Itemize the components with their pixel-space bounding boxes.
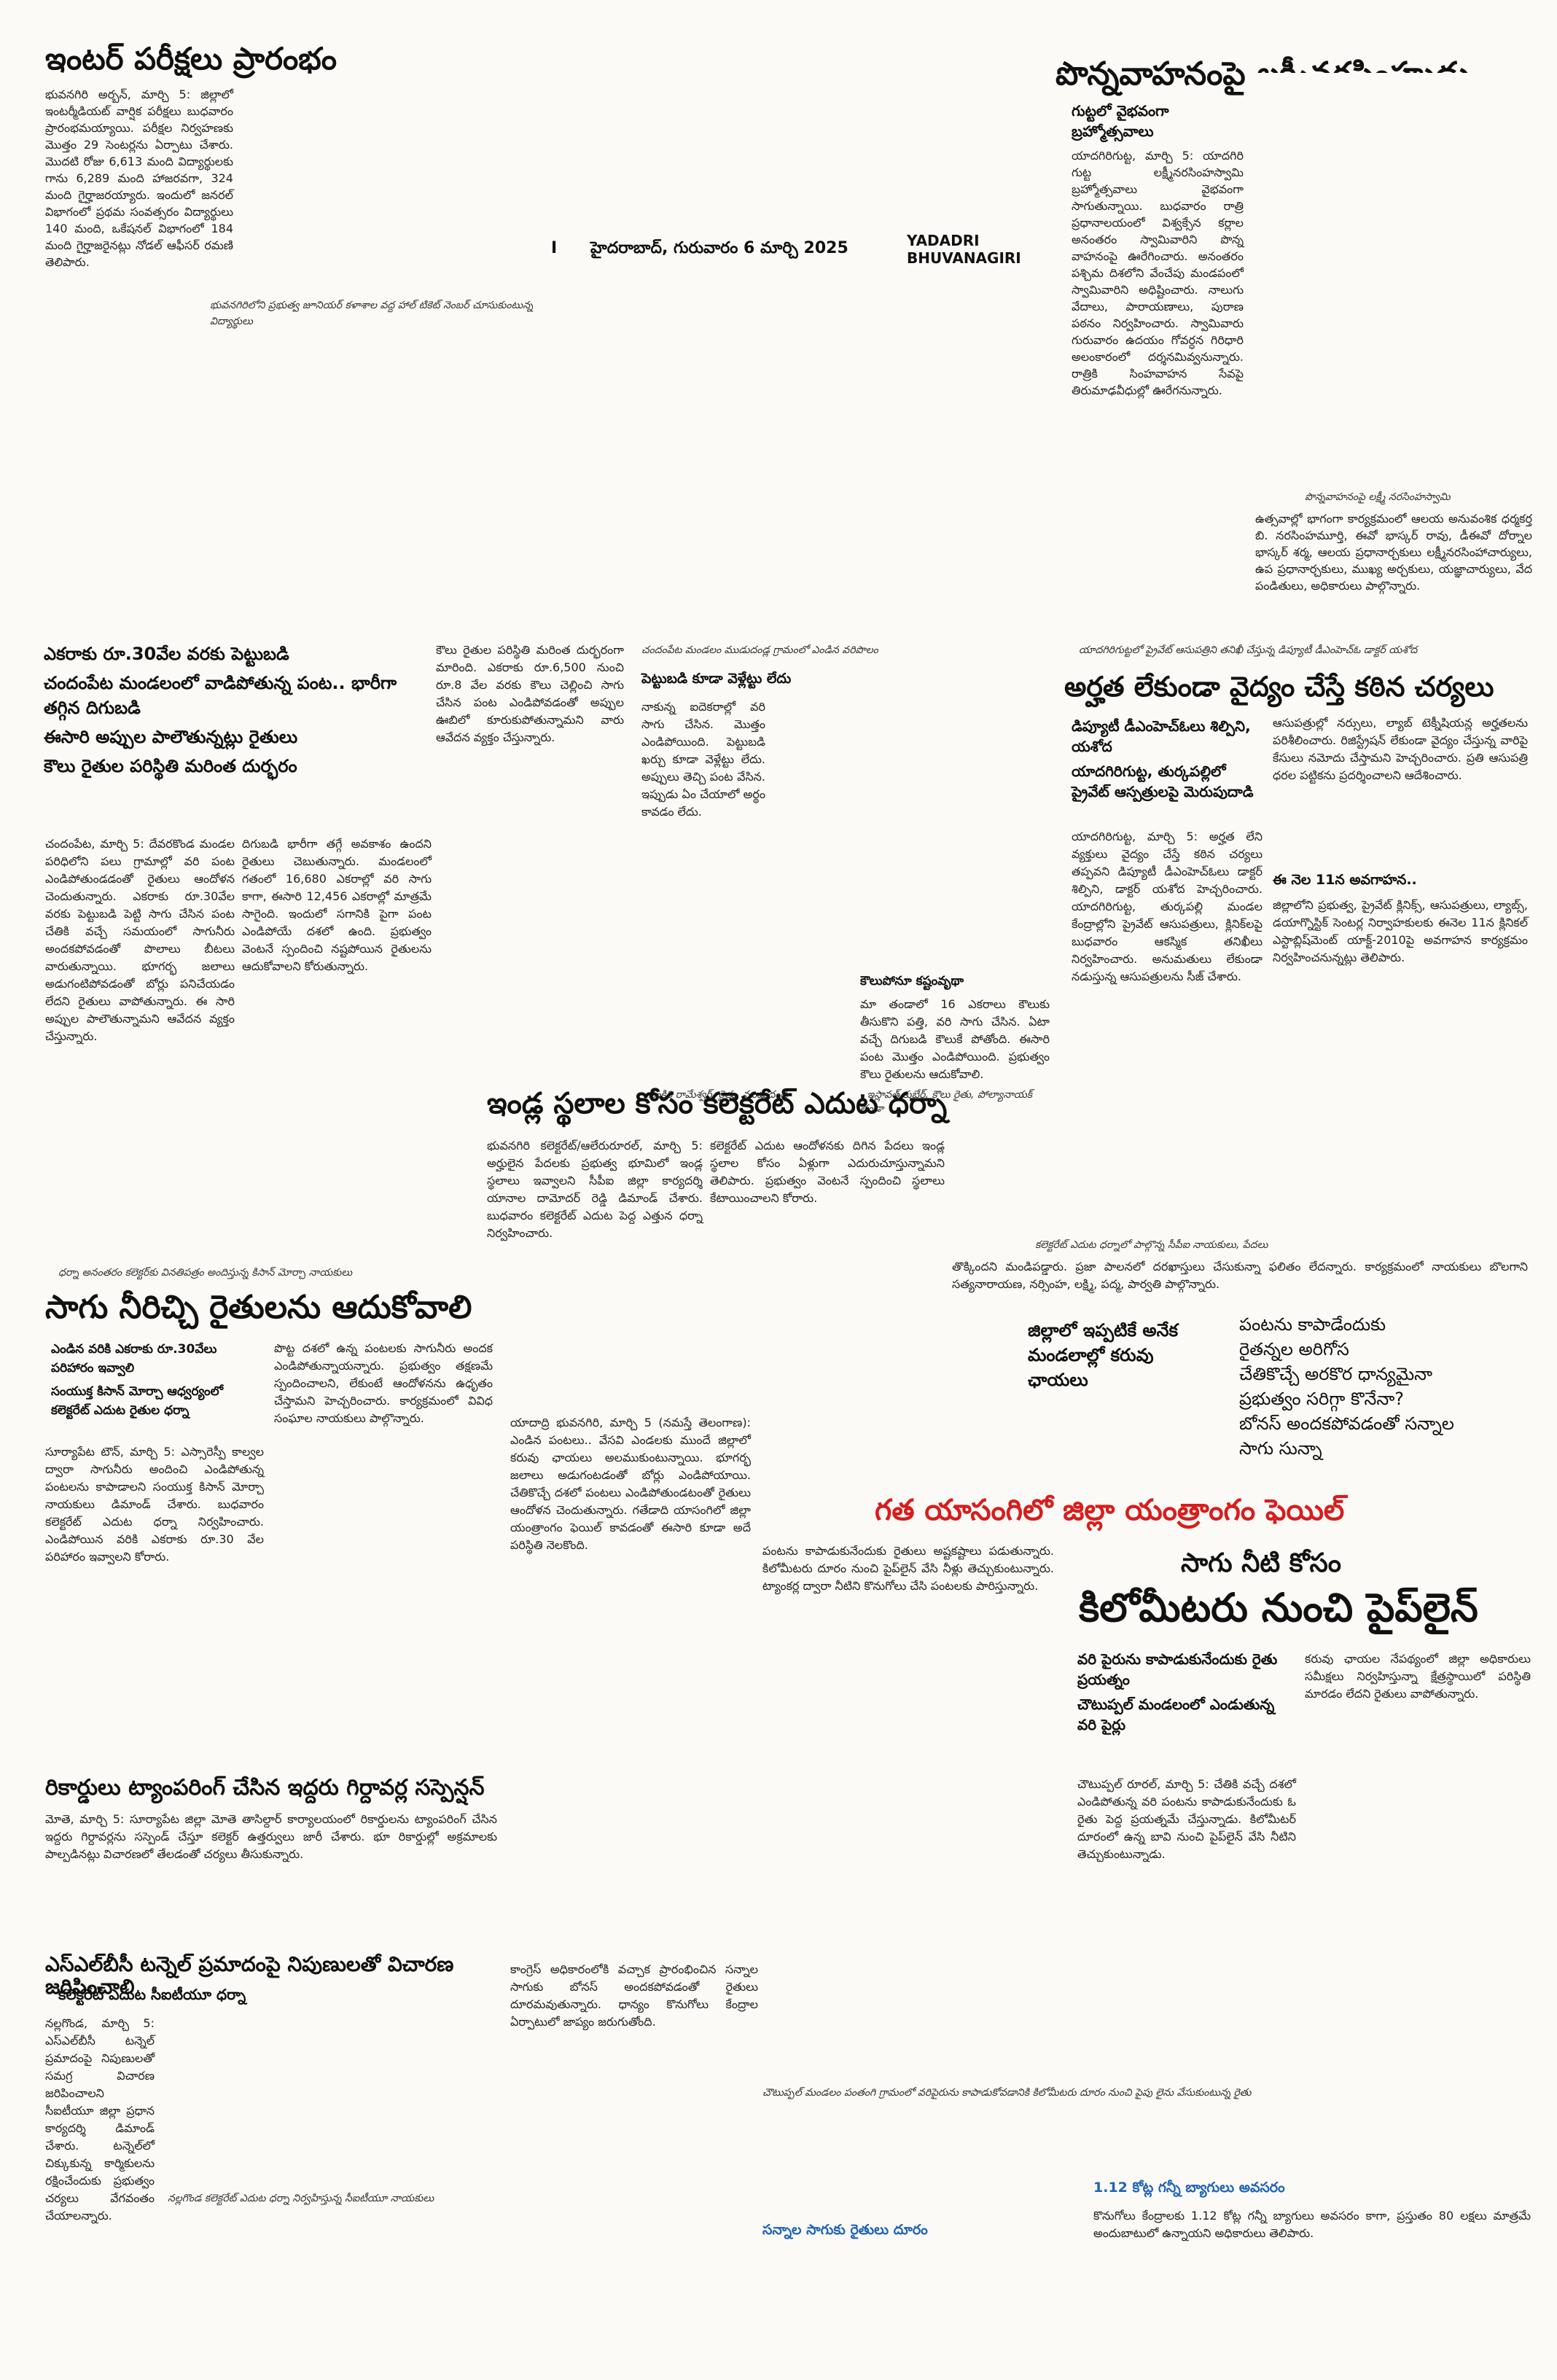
date-line: హైదరాబాద్, గురువారం 6 మార్చి 2025 (590, 239, 848, 257)
farmers-body-c: కౌలు రైతుల పరిస్థితి మరింత దుర్భరంగా మార… (436, 643, 624, 744)
lakshmi-caption: పొన్నవాహనంపై లక్ష్మీ నరసింహస్వామి (1305, 491, 1451, 503)
inter-body: భువనగిరి అర్బన్, మార్చి 5: జిల్లాలో ఇంటర… (45, 87, 233, 269)
irrigation-body-b: పొట్ట దశలో ఉన్న పంటలకు సాగునీరు అందక ఎండ… (274, 1341, 493, 1425)
slbc-caption: నల్లగొండ కలెక్టరేట్ ఎదుట ధర్నా నిర్వహిస్… (168, 2193, 434, 2204)
lakshmi-body-right: ఉత్సవాల్లో భాగంగా కార్యక్రమంలో ఆలయ అనువం… (1255, 512, 1532, 593)
drought-body-f: కొనుగోలు కేంద్రాలకు 1.12 కోట్ల గన్నీ బ్య… (1093, 2209, 1531, 2240)
slbc-bullet: కలెక్టరేట్ ఎదుట సీఐటీయూ ధర్నా (58, 1986, 246, 2003)
subhead-sannalu: సన్నాల సాగుకు రైతులు దూరం (762, 2222, 928, 2238)
drought-photo-caption: చౌటుప్పల్ మండలం పంతంగి గ్రామంలో వరిపైరున… (762, 2087, 1252, 2099)
medical-body-a: యాదగిరిగుట్ట, మార్చి 5: అర్హత లేని వ్యక్… (1072, 830, 1263, 983)
district-name: YADADRI BHUVANAGIRI (907, 232, 1021, 267)
farmers-bullet-2: చందంపేట మండలంలో వాడిపోతున్న పంట.. భారీగా… (44, 673, 397, 718)
irrigation-bullet-2: సంయుక్త కిసాన్ మోర్చా ఆధ్వర్యంలో కలెక్టర… (51, 1384, 224, 1418)
farmers-body-a: చందంపేట, మార్చి 5: దేవరకొండ మండల పరిధిలో… (45, 837, 235, 1043)
medical-bullets: డిప్యూటీ డీఎంహెచ్ఓలు శిల్పిని, యశోద యాదగ… (1072, 716, 1268, 806)
farmers-side2-body: మా తండాలో 16 ఎకరాలు కౌలుకు తీసుకొని పత్త… (860, 997, 1050, 1081)
irrigation-caption: ధర్నా అనంతరం కలెక్టర్‌కు వినతిపత్రం అంది… (58, 1267, 353, 1279)
medical-top-caption: యాదగిరిగుట్టలో ప్రైవేట్ ఆసుపత్రిని తనిఖీ… (1079, 644, 1418, 656)
irrigation-body-a: సూర్యాపేట టౌన్, మార్చి 5: ఎస్సారెస్పీ కా… (45, 1445, 264, 1564)
medical-sub-title: ఈ నెల 11న అవగాహన.. (1273, 872, 1417, 888)
drought-bullet-2: చౌటుప్పల్ మండలంలో ఎండుతున్న వరి పైర్లు (1077, 1696, 1275, 1733)
slbc-headline: ఎస్ఎల్‌బీసీ టన్నెల్ ప్రమాదంపై నిపుణులతో … (45, 1952, 454, 1999)
drought-heading-left: జిల్లాలో ఇప్పటికే అనేక మండలాల్లో కరువు ఛ… (1028, 1320, 1178, 1390)
farmers-side2-caption: - ఇస్లావత్ కుబేర్, కౌలు రైతు, పోల్యానాయక… (860, 1089, 1033, 1115)
drought-bullets: వరి పైరును కాపాడుకునేందుకు రైతు ప్రయత్నం… (1077, 1649, 1281, 1739)
drought-line-6: సాగు సున్నా (1239, 1438, 1322, 1459)
drought-heading-right: పంటను కాపాడేందుకు రైతన్నల అరిగోస చేతికొచ… (1239, 1312, 1531, 1461)
dharna-body-b: కలెక్టరేట్ ఎదుట ఆందోళనకు దిగిన పేదలు ఇండ… (710, 1139, 945, 1205)
drought-body-a: యాదాద్రి భువనగిరి, మార్చి 5 (నమస్తే తెలం… (510, 1416, 751, 1552)
farmers-bullet-1: ఎకరాకు రూ.30వేల వరకు పెట్టుబడి (44, 644, 289, 664)
girdawar-headline: రికార్డులు ట్యాంపరింగ్ చేసిన ఇద్దరు గిర్… (45, 1775, 485, 1800)
lakshmi-bullets: గుట్టలో వైభవంగా బ్రహ్మోత్సవాలు (1072, 101, 1225, 146)
irrigation-bullet-1: ఎండిన వరికి ఎకరాకు రూ.30వేలు పరిహారం ఇవ్… (51, 1342, 217, 1376)
slbc-photo-placeholder (162, 2012, 490, 2180)
page-marker: I (551, 239, 558, 257)
farmers-photo (773, 685, 1050, 969)
lakshmi-bullet: గుట్టలో వైభవంగా బ్రహ్మోత్సవాలు (1072, 102, 1169, 140)
farmers-side-caption: - వంకిరి రామేశ్వర్, రైతు, ముడుదండ్ల (641, 1089, 788, 1101)
pipeline-photo (762, 1779, 1069, 2070)
medical-bullet-1: డిప్యూటీ డీఎంహెచ్ఓలు శిల్పిని, యశోద (1072, 717, 1251, 755)
farmers-bullet-3: ఈసారి అప్పుల పాలౌతున్నట్లు రైతులు (44, 727, 298, 747)
slbc-body: నల్లగొండ, మార్చి 5: ఎస్ఎల్‌బీసీ టన్నెల్ … (45, 2016, 155, 2223)
inter-headline: ఇంటర్ పరీక్షలు ప్రారంభం (45, 41, 337, 77)
lakshmi-photo (1255, 73, 1532, 477)
dharna-body-a: భువనగిరి కలెక్టరేట్/ఆలేరురూరల్, మార్చి 5… (487, 1139, 703, 1240)
slbc-photo (162, 2012, 490, 2180)
medical-headline: అర్హత లేకుండా వైద్యం చేస్తే కఠిన చర్యలు (1064, 671, 1494, 703)
farmers-body-b: దిగుబడి భారీగా తగ్గే అవకాశం ఉందని రైతులు… (242, 837, 432, 973)
farmers-photo-caption: చందంపేట మండలం ముడుదండ్ల గ్రామంలో ఎండిన వ… (641, 644, 878, 656)
dharna-headline: ఇండ్ల స్థలాల కోసం కలెక్టరేట్ ఎదుట ధర్నా (487, 1087, 948, 1120)
students-photo-placeholder (248, 86, 539, 277)
farmers-bullets: ఎకరాకు రూ.30వేల వరకు పెట్టుబడి చందంపేట మ… (44, 641, 423, 783)
medical-bullet-2: యాదగిరిగుట్ట, తుర్కపల్లిలో ప్రైవేట్ ఆస్ప… (1072, 762, 1254, 800)
protest-photo-placeholder (952, 1137, 1295, 1246)
drought-line-4: ప్రభుత్వం సరిగ్గా కొనేనా? (1239, 1389, 1405, 1409)
drought-body-c: చౌటుప్పల్ రూరల్, మార్చి 5: చేతికి వచ్చే … (1077, 1777, 1296, 1861)
girdawar-body: మోతె, మార్చి 5: సూర్యాపేట జిల్లా మోతె తా… (45, 1812, 497, 1861)
drought-body-b: పంటను కాపాడుకునేందుకు రైతులు అష్టకష్టాలు… (762, 1544, 1054, 1593)
drought-bullet-1: వరి పైరును కాపాడుకునేందుకు రైతు ప్రయత్నం (1077, 1650, 1278, 1688)
farmers-side2-title: కౌలుపోనూ కష్టంవృథా (860, 974, 964, 988)
inter-photo (248, 86, 539, 277)
deity-photo-placeholder (1255, 73, 1532, 477)
drought-line-5: బోనస్ అందకపోవడంతో సన్నాల (1239, 1413, 1454, 1434)
farmers-bullet-4: కౌలు రైతుల పరిస్థితి మరింత దుర్భరం (44, 756, 297, 776)
dharna-caption: కలెక్టరేట్ ఎదుట ధర్నాలో పాల్గొన్న సీపీఐ … (1035, 1239, 1268, 1251)
drought-line-1: పంటను కాపాడేందుకు (1239, 1314, 1386, 1335)
drought-body-d: కరువు ఛాయల నేపథ్యంలో జిల్లా అధికారులు సమ… (1305, 1652, 1531, 1701)
irrigation-bullets: ఎండిన వరికి ఎకరాకు రూ.30వేలు పరిహారం ఇవ్… (51, 1340, 262, 1424)
medical-body-b: ఆసుపత్రుల్లో నర్సులు, ల్యాబ్ టెక్నీషియన్… (1273, 716, 1528, 782)
dry-field-photo-placeholder (773, 685, 1050, 969)
drought-line-3: చేతికొచ్చే అరకొర ధాన్యమైనా (1239, 1364, 1433, 1384)
lakshmi-body-left: యాదగిరిగుట్ట, మార్చి 5: యాదగిరి గుట్ట లక… (1072, 149, 1244, 397)
irrigation-headline: సాగు నీరిచ్చి రైతులను ఆదుకోవాలి (45, 1289, 472, 1326)
drought-red-banner: గత యాసంగిలో జిల్లా యంత్రాంగం ఫెయిల్ (875, 1494, 1345, 1527)
drought-sub-headline: సాగు నీటి కోసం (1181, 1548, 1342, 1578)
dharna-photo (952, 1137, 1295, 1246)
drought-body-e: కాంగ్రెస్ అధికారంలోకి వచ్చాక ప్రారంభించి… (510, 1962, 758, 2029)
inter-caption: భువనగిరిలోని ప్రభుత్వ జూనియర్ కళాశాల వద్… (210, 300, 534, 327)
farmers-side-body: నాకున్న ఐదెకరాల్లో వరి సాగు చేసిన. మొత్త… (641, 700, 765, 819)
subhead-bags: 1.12 కోట్ల గన్నీ బ్యాగులు అవసరం (1093, 2180, 1285, 2196)
farmers-side-title: పెట్టుబడి కూడా వెళ్లేట్టు లేదు (641, 671, 792, 687)
medical-body-c: జిల్లాలోని ప్రభుత్వ, ప్రైవేట్ క్లినిక్స్… (1273, 898, 1528, 964)
dharna-body-c: తొక్కిందని మండిపడ్డారు. ప్రజా పాలనలో దరఖ… (952, 1260, 1528, 1291)
drought-headline: కిలోమీటరు నుంచి పైప్‌లైన్ (1079, 1585, 1478, 1631)
drought-line-2: రైతన్నల అరిగోస (1239, 1339, 1349, 1359)
pipeline-photo-placeholder (762, 1779, 1069, 2070)
slbc-bullets: కలెక్టరేట్ ఎదుట సీఐటీయూ ధర్నా (58, 1984, 496, 2009)
